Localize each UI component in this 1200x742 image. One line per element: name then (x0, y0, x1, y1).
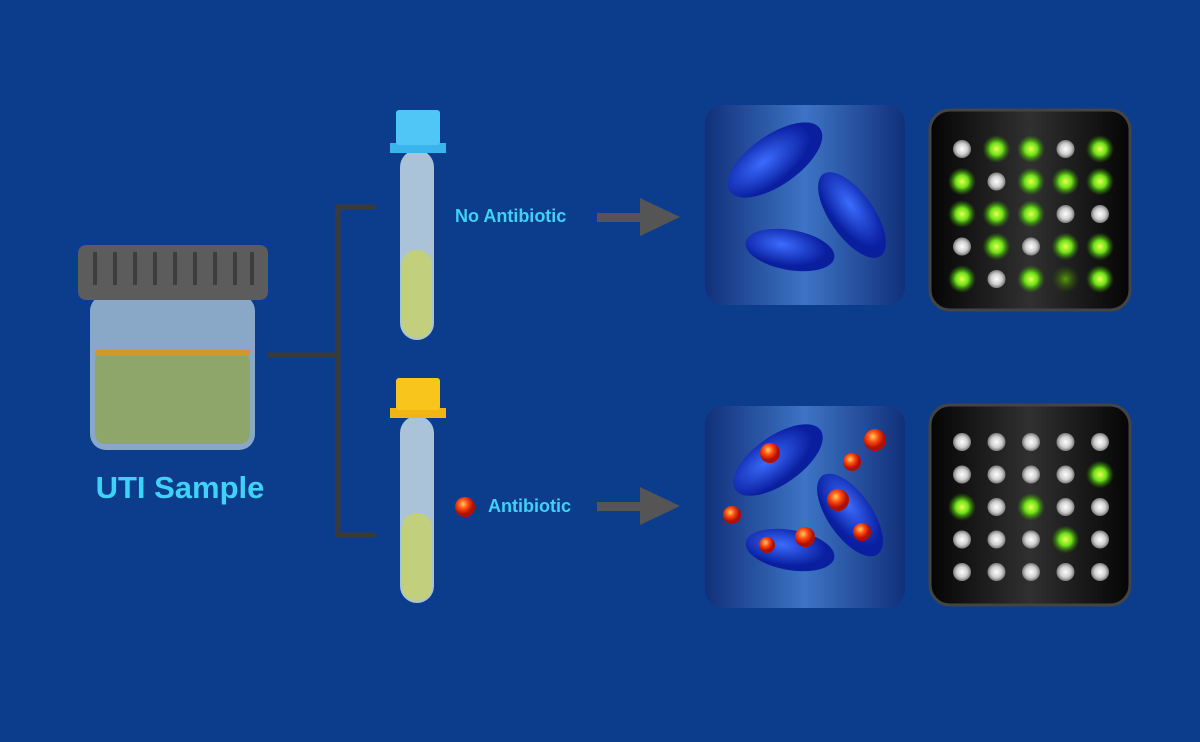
well-dot-fluorescent (1086, 265, 1114, 293)
well-dot-fluorescent (1017, 265, 1045, 293)
well-dot-unlit (987, 563, 1006, 581)
well-dot-fluorescent (1086, 460, 1114, 489)
well-dot-unlit (1091, 205, 1109, 223)
well-dot-fluorescent (1086, 167, 1114, 196)
well-dot-unlit (987, 498, 1006, 516)
bacterium (818, 172, 886, 258)
well-dot-unlit (953, 237, 971, 256)
well-dot-unlit (1056, 205, 1075, 223)
antibiotic-particles (723, 429, 886, 553)
well-dot-fluorescent (982, 135, 1011, 163)
well-dot-fluorescent (1086, 135, 1114, 163)
tube-antibiotic (390, 378, 446, 603)
well-dot-unlit (1056, 433, 1075, 451)
sample-jar (78, 245, 268, 450)
tube-no-antibiotic (390, 110, 446, 340)
well-dot-fluorescent (1051, 525, 1080, 554)
well-dot-unlit (1022, 530, 1040, 549)
well-dot-unlit (1022, 563, 1040, 581)
well-dot-fluorescent (1017, 200, 1045, 228)
well-dot-unlit (953, 433, 971, 451)
bacteria-panel-no-antibiotic (705, 105, 905, 305)
well-dot-fluorescent (982, 232, 1011, 261)
well-dot-unlit (1022, 433, 1040, 451)
antibiotic-icon (455, 497, 475, 517)
well-dot-unlit (987, 465, 1006, 484)
well-dot-fluorescent (948, 493, 976, 521)
well-dot-fluorescent (1017, 167, 1045, 196)
well-dot-unlit (987, 270, 1006, 288)
well-dot-fluorescent (1051, 232, 1080, 261)
well-dot-fluorescent (1086, 232, 1114, 261)
well-dot-fluorescent (1051, 167, 1080, 196)
arrow-icon (597, 198, 680, 236)
well-dot-unlit (1091, 563, 1109, 581)
well-dot-unlit (1022, 237, 1040, 256)
arrow-icon (597, 487, 680, 525)
well-dot-unlit (1091, 530, 1109, 549)
well-dot-fluorescent (1051, 265, 1080, 293)
bacterium (733, 424, 823, 496)
well-dot-unlit (987, 530, 1006, 549)
well-dot-fluorescent (948, 167, 976, 196)
well-dot-unlit (1091, 433, 1109, 451)
well-dot-unlit (1056, 140, 1075, 158)
well-dot-unlit (1022, 465, 1040, 484)
well-dot-fluorescent (1017, 493, 1045, 521)
well-dot-fluorescent (982, 200, 1011, 228)
well-dot-unlit (987, 433, 1006, 451)
well-dot-unlit (953, 465, 971, 484)
well-dot-unlit (1091, 498, 1109, 516)
well-dot-unlit (953, 530, 971, 549)
bacterium (727, 122, 823, 198)
bacteria-panel-antibiotic (705, 406, 905, 608)
bacterium (745, 228, 835, 272)
well-dot-unlit (1056, 563, 1075, 581)
well-dot-fluorescent (1017, 135, 1045, 163)
sample-label: UTI Sample (95, 470, 265, 505)
split-bracket (268, 204, 375, 538)
well-dot-unlit (953, 563, 971, 581)
condition-label-no-antibiotic: No Antibiotic (455, 206, 567, 226)
well-dot-fluorescent (948, 265, 976, 293)
well-dot-unlit (987, 172, 1006, 191)
well-dot-unlit (1056, 465, 1075, 484)
well-dot-fluorescent (948, 200, 976, 228)
well-dot-unlit (953, 140, 971, 158)
condition-label-antibiotic: Antibiotic (488, 496, 571, 516)
well-dot-unlit (1056, 498, 1075, 516)
